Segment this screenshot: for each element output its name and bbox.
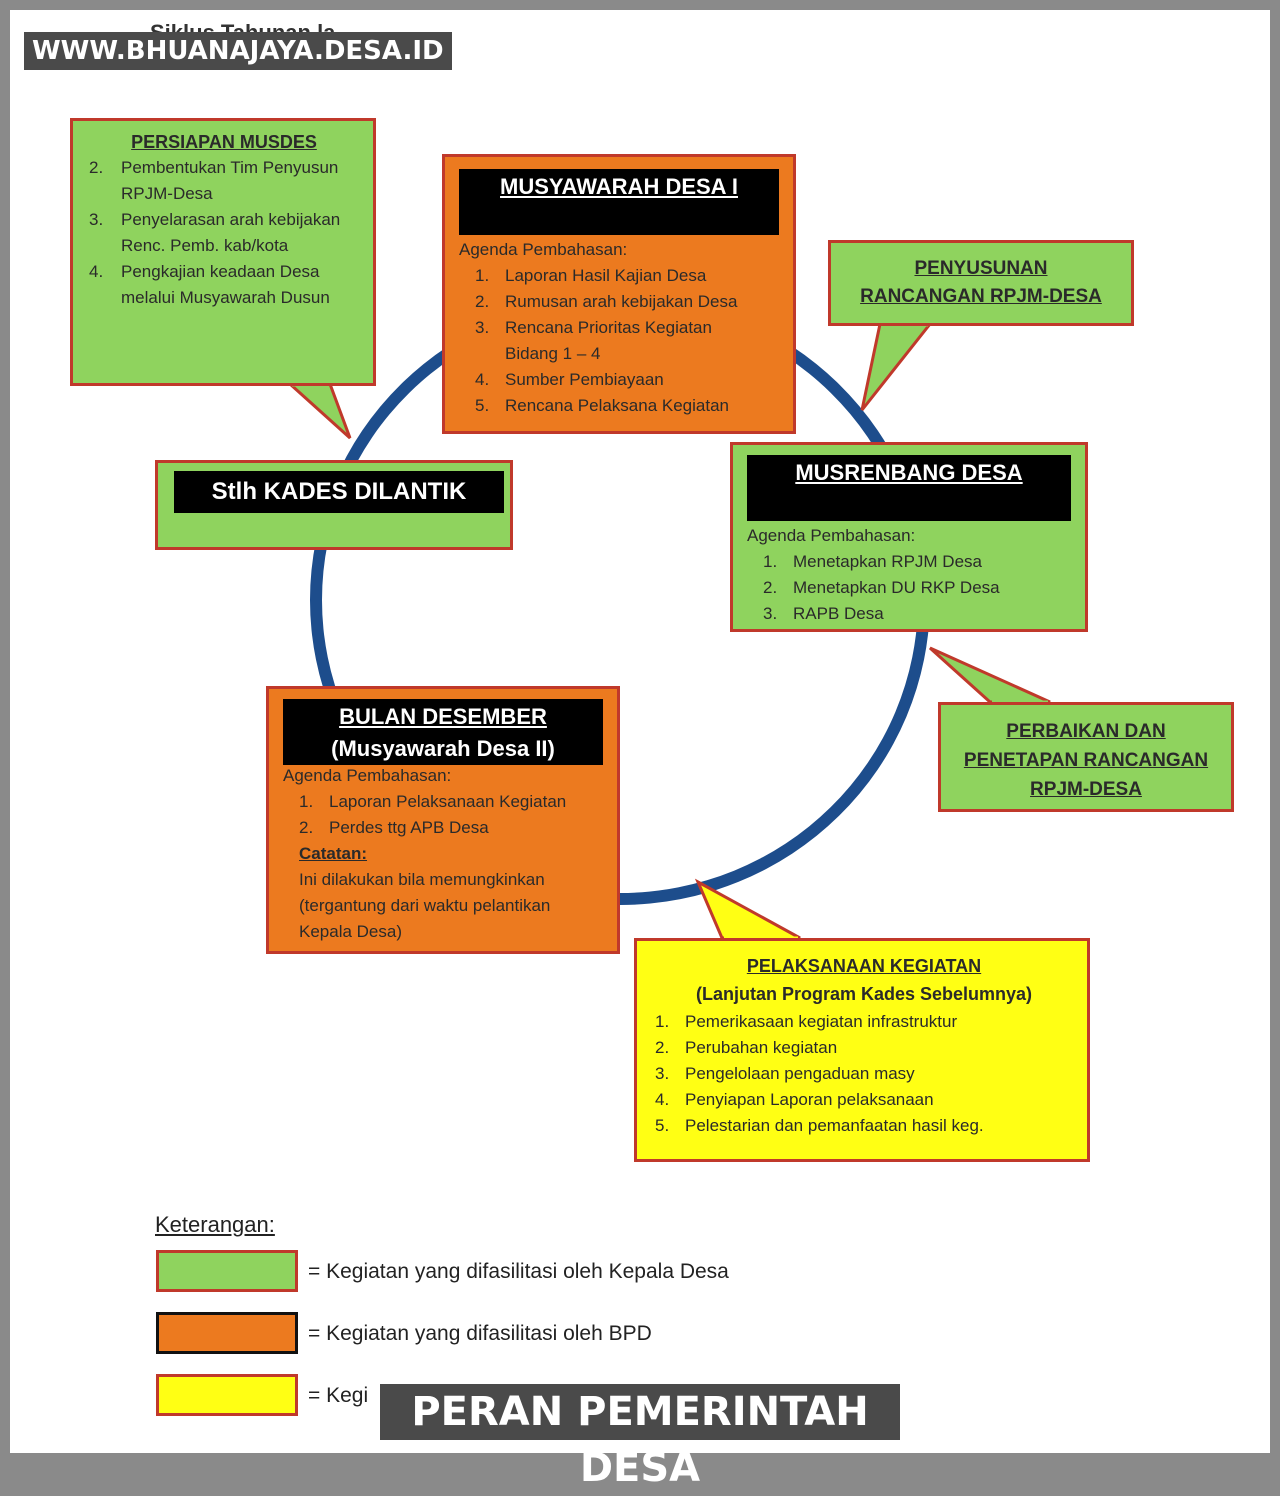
musrenbang-title: MUSRENBANG DESA — [747, 455, 1071, 521]
box-musyawarah-desa-1: MUSYAWARAH DESA I Agenda Pembahasan: 1.L… — [442, 154, 796, 434]
box-perbaikan-penetapan: PERBAIKAN DAN PENETAPAN RANCANGAN RPJM-D… — [938, 702, 1234, 812]
list-item: 3.Penyelarasan arah kebijakan Renc. Pemb… — [89, 210, 341, 255]
list-item: 4.Sumber Pembiayaan — [475, 370, 664, 389]
desember-list: 1.Laporan Pelaksanaan Kegiatan 2.Perdes … — [283, 789, 603, 841]
persiapan-title: PERSIAPAN MUSDES — [131, 132, 317, 152]
list-item: 4.Penyiapan Laporan pelaksanaan — [655, 1090, 934, 1109]
legend-text-yellow: = Kegi — [308, 1384, 369, 1407]
tail-penyusunan — [860, 322, 934, 411]
desember-catatan-label: Catatan: — [299, 844, 368, 863]
musdes1-agenda: Agenda Pembahasan: — [459, 240, 628, 259]
list-item: 1.Pemerikasaan kegiatan infrastruktur — [655, 1012, 958, 1031]
box-bulan-desember: BULAN DESEMBER (Musyawarah Desa II) Agen… — [266, 686, 620, 954]
box-musrenbang-desa: MUSRENBANG DESA Agenda Pembahasan: 1.Men… — [730, 442, 1088, 632]
legend-swatch-orange — [156, 1312, 298, 1354]
tail-persiapan — [286, 382, 352, 440]
desember-catatan-text: Ini dilakukan bila memungkinkan (tergant… — [299, 870, 551, 941]
legend-text-orange: = Kegiatan yang difasilitasi oleh BPD — [308, 1322, 652, 1345]
list-item: 5.Pelestarian dan pemanfaatan hasil keg. — [655, 1116, 984, 1135]
list-item: 3.Pengelolaan pengaduan masy — [655, 1064, 915, 1083]
bottom-title-banner: PERAN PEMERINTAH DESA — [380, 1384, 900, 1491]
perbaikan-line2: PENETAPAN RANCANGAN — [963, 750, 1209, 771]
legend-text-green: = Kegiatan yang difasilitasi oleh Kepala… — [308, 1260, 729, 1283]
desember-title-line2: (Musyawarah Desa II) — [331, 736, 555, 761]
list-item: 2.Menetapkan DU RKP Desa — [763, 578, 1000, 597]
penyusunan-line2: RANCANGAN RPJM-DESA — [860, 286, 1102, 307]
box-pelaksanaan-kegiatan: PELAKSANAAN KEGIATAN (Lanjutan Program K… — [634, 938, 1090, 1162]
list-item: 1.Laporan Pelaksanaan Kegiatan — [299, 792, 567, 811]
tail-perbaikan — [928, 646, 1051, 704]
musdes1-list: 1.Laporan Hasil Kajian Desa 2.Rumusan ar… — [459, 263, 779, 419]
list-item: 2.Perdes ttg APB Desa — [299, 818, 489, 837]
musdes1-title: MUSYAWARAH DESA I — [459, 169, 779, 235]
list-item: 1.Laporan Hasil Kajian Desa — [475, 266, 707, 285]
box-persiapan-musdes: PERSIAPAN MUSDES 2.Pembentukan Tim Penyu… — [70, 118, 376, 386]
list-item: 2.Pembentukan Tim Penyusun RPJM-Desa — [89, 158, 339, 203]
list-item: 4.Pengkajian keadaan Desa melalui Musyaw… — [89, 262, 330, 307]
pelaksanaan-list: 1.Pemerikasaan kegiatan infrastruktur 2.… — [655, 1009, 1073, 1139]
list-item: 3.Rencana Prioritas Kegiatan Bidang 1 – … — [475, 318, 712, 363]
legend-title: Keterangan: — [155, 1212, 275, 1237]
desember-title-line1: BULAN DESEMBER — [339, 704, 547, 729]
list-item: 2.Perubahan kegiatan — [655, 1038, 838, 1057]
desember-title: BULAN DESEMBER (Musyawarah Desa II) — [283, 699, 603, 765]
list-item: 3.RAPB Desa — [763, 604, 884, 623]
watermark-banner: WWW.BHUANAJAYA.DESA.ID — [24, 32, 452, 70]
pelaksanaan-title: PELAKSANAAN KEGIATAN — [746, 956, 982, 976]
legend-swatch-green — [156, 1250, 298, 1292]
pelaksanaan-subtitle: (Lanjutan Program Kades Sebelumnya) — [695, 984, 1033, 1004]
tail-pelaksanaan — [694, 878, 801, 940]
persiapan-list: 2.Pembentukan Tim Penyusun RPJM-Desa 3.P… — [89, 155, 359, 311]
kades-title: Stlh KADES DILANTIK — [174, 471, 504, 513]
box-penyusunan-rancangan: PENYUSUNAN RANCANGAN RPJM-DESA — [828, 240, 1134, 326]
list-item: 1.Menetapkan RPJM Desa — [763, 552, 982, 571]
perbaikan-line1: PERBAIKAN DAN — [1006, 721, 1166, 742]
list-item: 2.Rumusan arah kebijakan Desa — [475, 292, 738, 311]
musrenbang-list: 1.Menetapkan RPJM Desa 2.Menetapkan DU R… — [747, 549, 1071, 627]
desember-agenda: Agenda Pembahasan: — [283, 766, 452, 785]
list-item: 5.Rencana Pelaksana Kegiatan — [475, 396, 729, 415]
penyusunan-line1: PENYUSUNAN — [914, 258, 1048, 279]
musrenbang-agenda: Agenda Pembahasan: — [747, 526, 916, 545]
box-kades-dilantik: Stlh KADES DILANTIK — [155, 460, 513, 550]
perbaikan-line3: RPJM-DESA — [1030, 779, 1142, 800]
legend-swatch-yellow — [156, 1374, 298, 1416]
